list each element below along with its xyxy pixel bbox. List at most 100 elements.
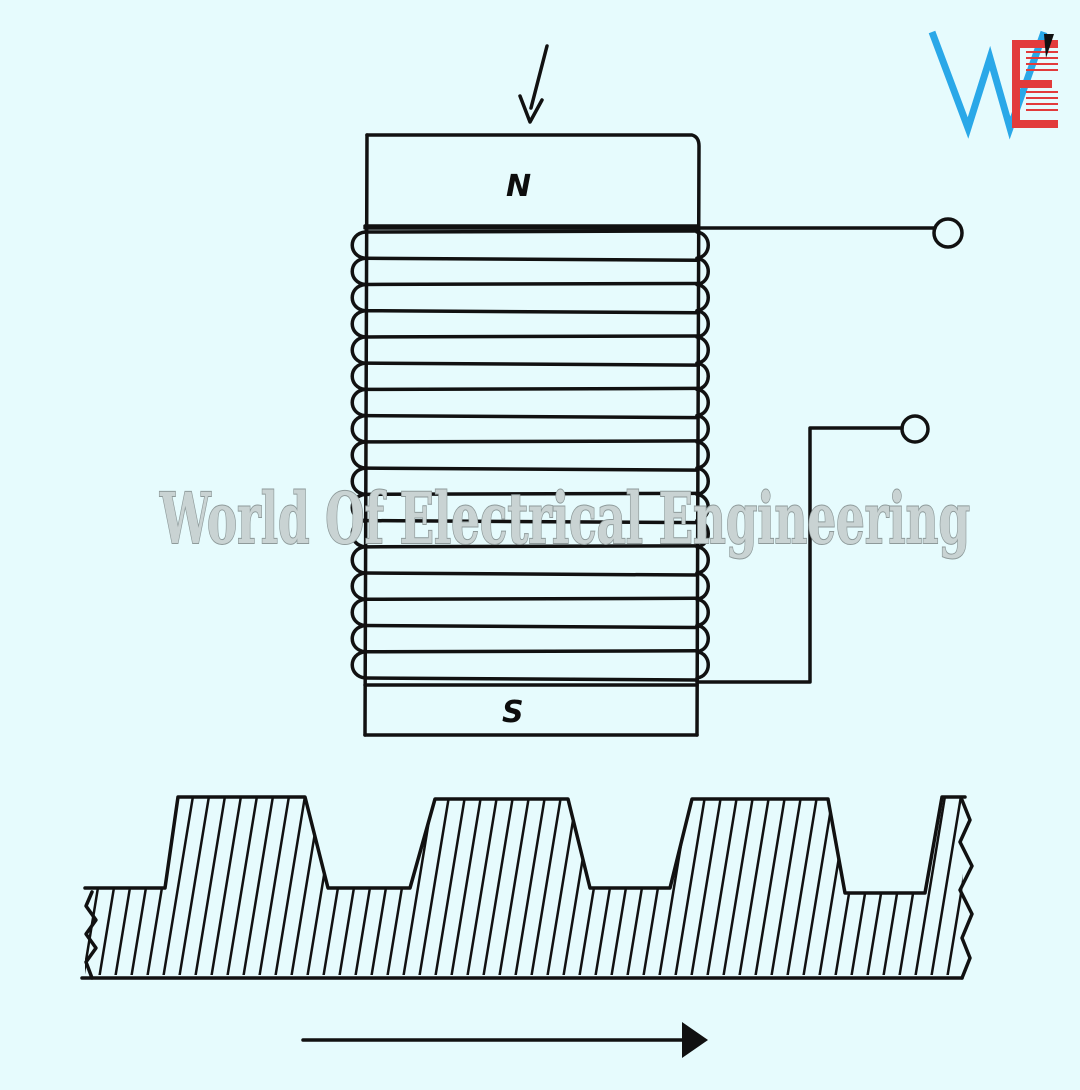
hatch-line: [928, 797, 964, 975]
coil-turn: [363, 439, 699, 444]
coil-turn: [363, 281, 699, 287]
coil-loop-right: [695, 413, 710, 444]
coil-loop-left: [350, 387, 367, 418]
coil-loop-left: [350, 282, 367, 313]
hatch-line: [800, 797, 836, 975]
hatch-line: [672, 797, 708, 975]
hatch-line: [864, 797, 900, 975]
hatch-line: [848, 797, 884, 975]
coil-loop-right: [695, 492, 710, 523]
coil-turn: [363, 676, 699, 682]
coil-turn: [363, 413, 699, 420]
coil-loop-left: [350, 492, 367, 523]
hatch-line: [496, 797, 532, 975]
coil-turn: [363, 256, 699, 262]
coil-loop-right: [695, 282, 710, 313]
coil-turn: [363, 491, 699, 497]
hatch-line: [240, 797, 276, 975]
terminal-upper: [932, 217, 964, 249]
hatch-line: [416, 797, 452, 975]
toothed-rotor: [50, 790, 1010, 985]
coil-loop-left: [350, 440, 367, 470]
hatch-line: [50, 790, 82, 985]
coil-loop-left: [350, 308, 367, 339]
south-pole-label: S: [502, 695, 524, 730]
coil-turn: [363, 544, 699, 549]
hatch-line: [160, 797, 196, 975]
hatch-line: [720, 797, 756, 975]
coil-loop-left: [350, 545, 367, 575]
coil-loop-left: [350, 466, 367, 497]
coil-turn: [363, 334, 699, 339]
hatch-line: [256, 797, 292, 975]
coil-loop-left: [350, 518, 367, 549]
hatch-line: [912, 797, 948, 975]
logo: [928, 30, 1058, 140]
permanent-magnet: N S: [363, 133, 701, 737]
hatch-line: [528, 797, 564, 975]
hatch-line: [432, 797, 468, 975]
coil-turn: [363, 571, 699, 577]
coil-loop-right: [695, 545, 710, 575]
pickup-coil: [350, 229, 710, 682]
hatch-line: [978, 790, 1010, 985]
coil-turn: [363, 623, 699, 630]
coil-loop-left: [350, 571, 367, 602]
hatch-line: [480, 797, 516, 975]
coil-loop-right: [695, 466, 710, 497]
hatch-line: [288, 797, 324, 975]
coil-loop-right: [695, 650, 710, 680]
coil-loop-left: [350, 256, 367, 287]
hatch-line: [832, 797, 868, 975]
coil-turn: [363, 308, 699, 315]
hatch-line: [768, 797, 804, 975]
coil-loop-right: [695, 440, 710, 470]
coil-turn: [363, 361, 699, 367]
down-arrow-icon: [518, 44, 549, 124]
coil-turn: [363, 649, 699, 654]
hatch-line: [752, 797, 788, 975]
hatch-line: [688, 797, 724, 975]
coil-turn: [363, 386, 699, 392]
coil-turn: [363, 518, 699, 525]
coil-loop-left: [350, 413, 367, 444]
coil-loop-right: [695, 230, 710, 260]
hatch-line: [512, 797, 548, 975]
lead-wires: [363, 217, 964, 684]
coil-loop-left: [350, 597, 367, 628]
coil-turn: [363, 466, 699, 472]
coil-loop-right: [695, 361, 710, 392]
hatch-line: [208, 797, 244, 975]
logo-e: [1012, 34, 1058, 128]
coil-loop-left: [350, 650, 367, 680]
coil-loop-left: [350, 230, 367, 260]
coil-turn: [363, 229, 699, 234]
coil-turn: [363, 596, 699, 602]
coil-loop-left: [350, 361, 367, 392]
coil-loop-right: [695, 623, 710, 654]
hatch-line: [464, 797, 500, 975]
coil-loop-left: [350, 335, 367, 365]
coil-loop-right: [695, 335, 710, 365]
hatch-line: [704, 797, 740, 975]
north-pole-label: N: [506, 169, 531, 204]
coil-loop-right: [695, 518, 710, 549]
right-arrow-icon: [301, 1022, 708, 1058]
hatch-line: [176, 797, 212, 975]
coil-loop-right: [695, 256, 710, 287]
hatch-line: [736, 797, 772, 975]
coil-loop-right: [695, 571, 710, 602]
watermark-text: World Of Electrical Engineering: [159, 477, 970, 560]
hatch-line: [784, 797, 820, 975]
hatch-line: [448, 797, 484, 975]
coil-loop-right: [695, 597, 710, 628]
terminal-lower: [900, 414, 930, 444]
coil-loop-left: [350, 623, 367, 654]
coil-loop-right: [695, 387, 710, 418]
coil-loop-right: [695, 308, 710, 339]
hatch-line: [272, 797, 308, 975]
hatch-line: [960, 797, 965, 975]
hatch-line: [880, 797, 916, 975]
hatch-line: [224, 797, 260, 975]
